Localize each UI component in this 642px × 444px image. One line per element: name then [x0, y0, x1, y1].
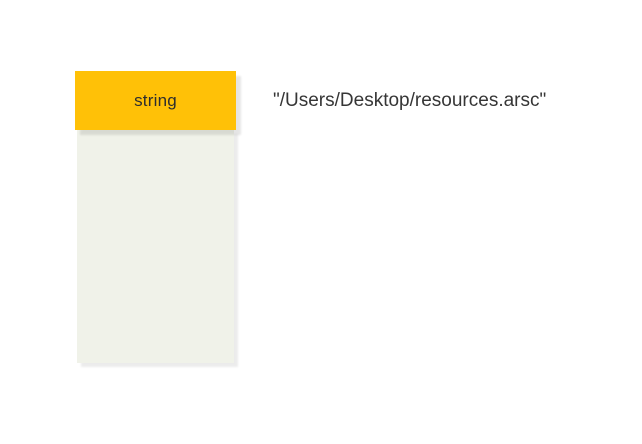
string-value-text: "/Users/Desktop/resources.arsc": [273, 90, 547, 111]
string-type-header-box: string: [75, 71, 236, 130]
string-type-label: string: [134, 90, 177, 110]
string-type-body-box: [77, 130, 234, 363]
